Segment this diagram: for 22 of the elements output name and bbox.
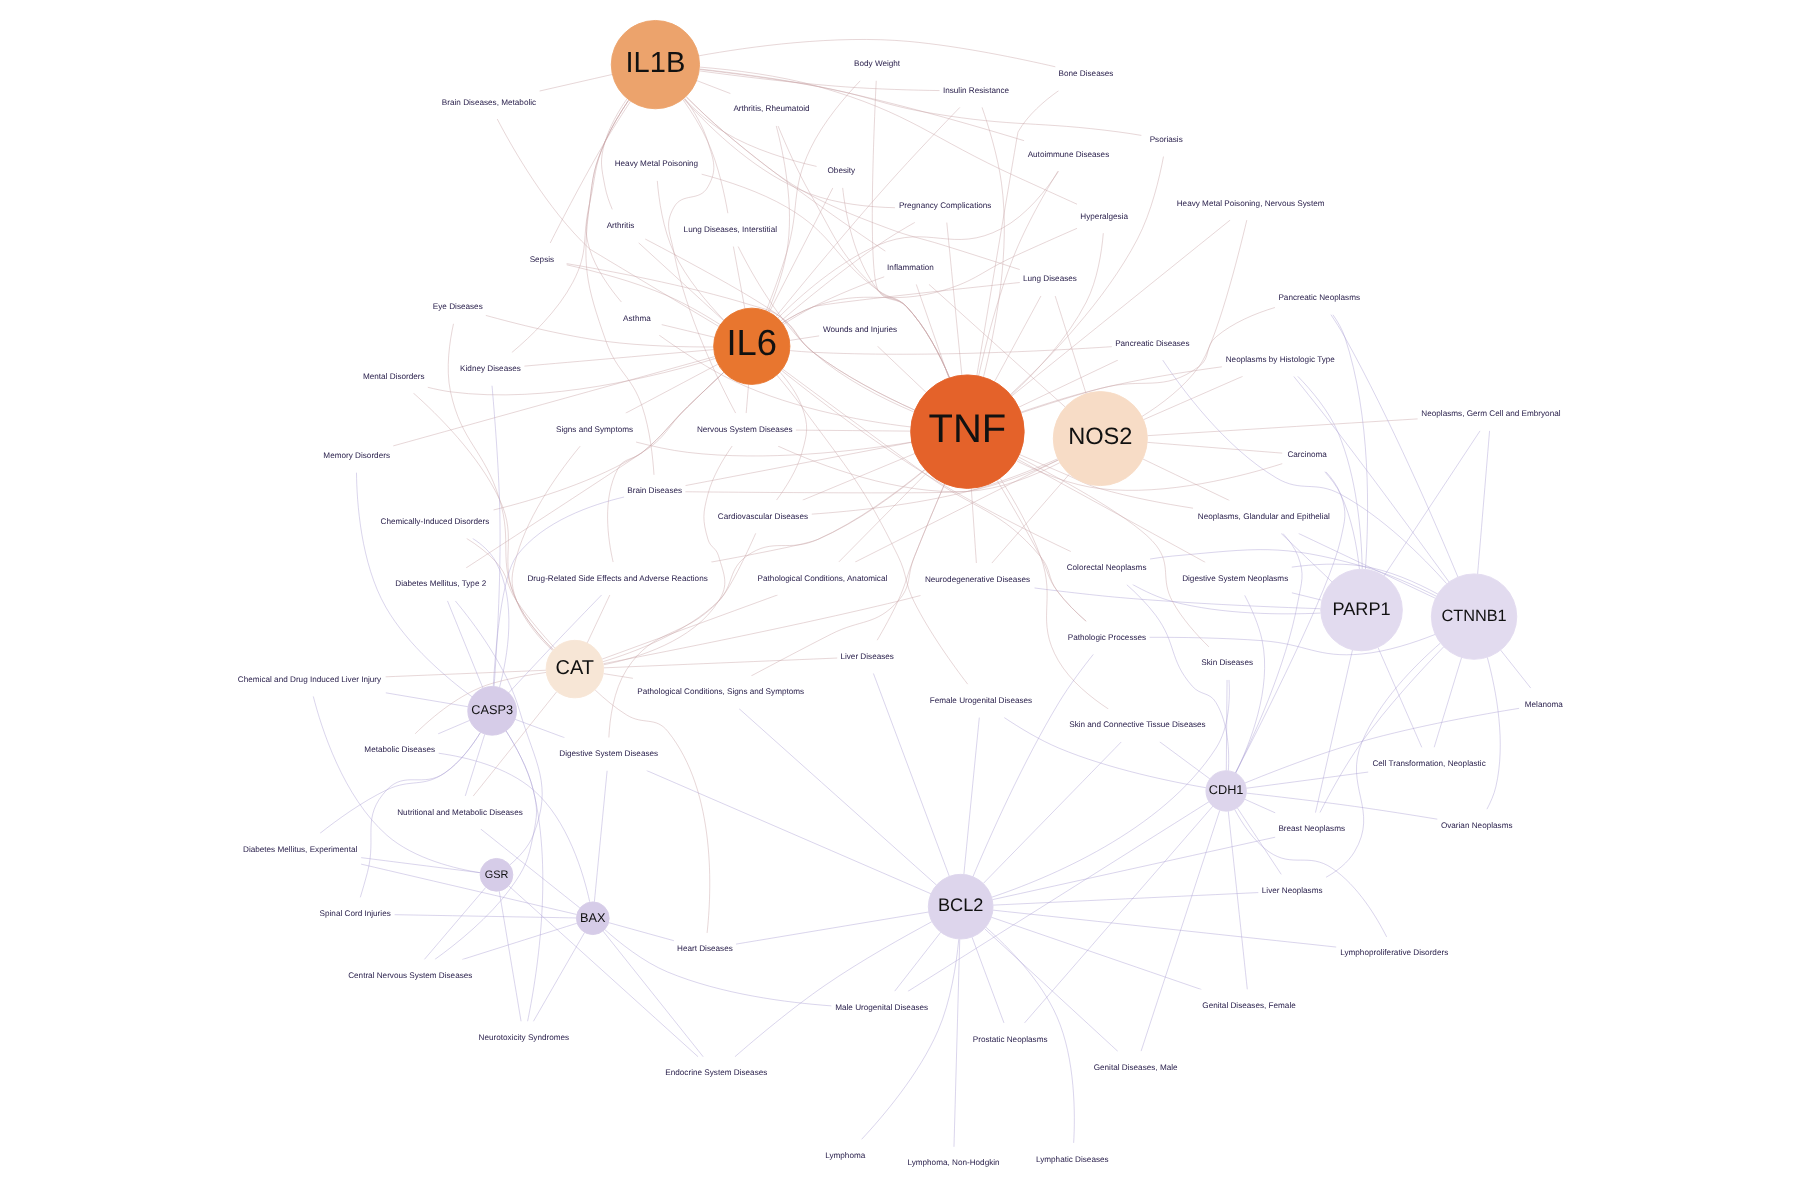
node-circle: NOS2 xyxy=(1051,391,1147,487)
connector xyxy=(437,752,590,903)
connector xyxy=(927,284,1065,408)
connector xyxy=(1324,642,1440,878)
connector xyxy=(454,600,542,866)
connector xyxy=(507,885,698,1058)
connector xyxy=(774,106,960,317)
node-circle: IL6 xyxy=(712,307,790,385)
node-circle: IL1B xyxy=(609,20,699,110)
connector xyxy=(775,374,968,685)
connector xyxy=(643,238,915,411)
node-circle: BCL2 xyxy=(926,873,993,940)
connector xyxy=(780,370,1071,552)
connector xyxy=(491,496,624,687)
node-circle: CAT xyxy=(544,639,604,699)
connector xyxy=(602,445,732,666)
connector xyxy=(1292,376,1449,583)
node-circle: TNF xyxy=(909,374,1024,489)
connector xyxy=(464,372,724,569)
node-circle: CTNNB1 xyxy=(1429,573,1517,660)
node-circle: PARP1 xyxy=(1319,568,1402,652)
connector xyxy=(776,171,1058,319)
